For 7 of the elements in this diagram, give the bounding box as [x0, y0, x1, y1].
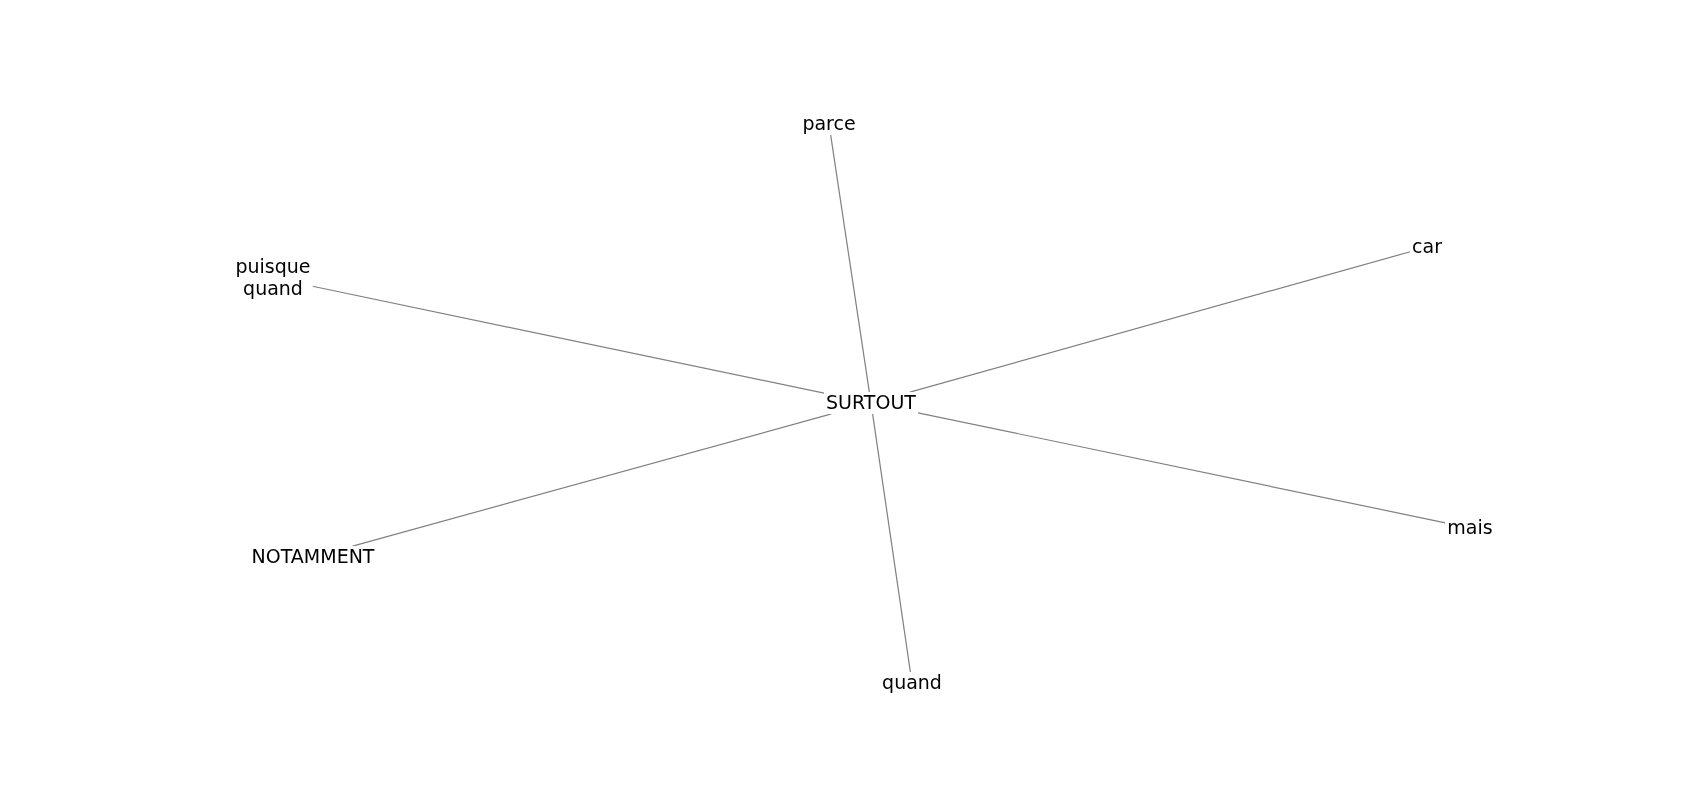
connector-line — [830, 134, 870, 393]
word-label: quand — [880, 672, 944, 694]
connector-line — [311, 285, 825, 394]
word-label: SURTOUT — [824, 392, 918, 414]
connector-line — [917, 412, 1446, 524]
connector-line — [909, 251, 1411, 393]
connector-line — [872, 413, 911, 673]
